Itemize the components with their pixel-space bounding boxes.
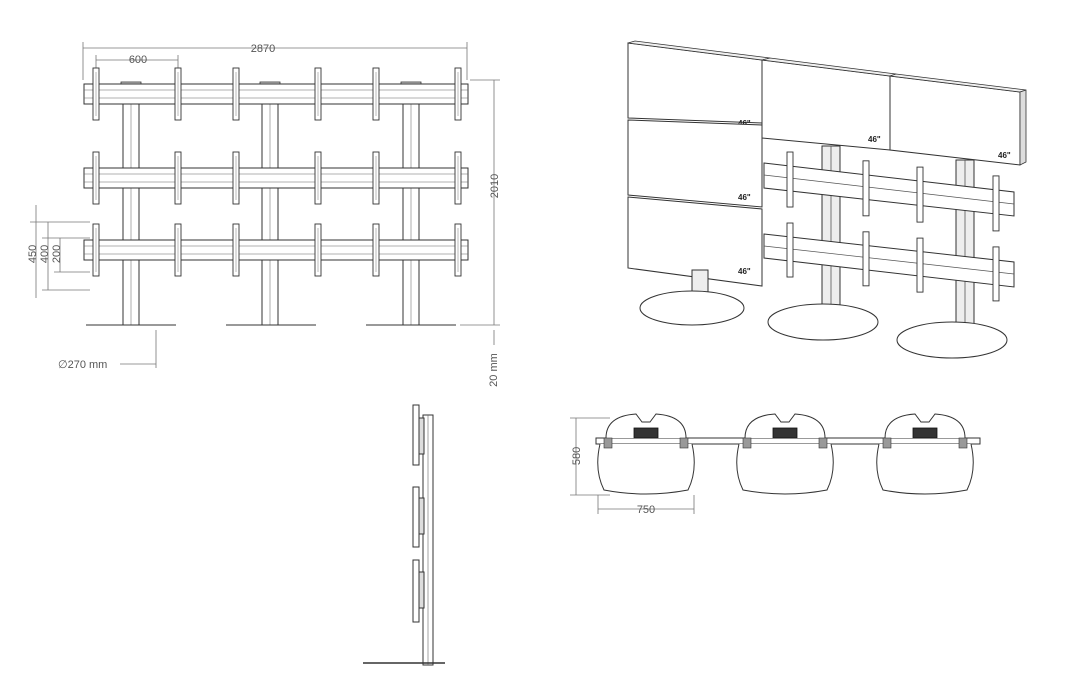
side-view — [363, 404, 445, 666]
top-base-back-2 — [744, 413, 826, 439]
dim-base-thickness: 20 mm — [488, 353, 500, 387]
dim-400: 400 — [39, 245, 51, 263]
screen-label-5: 46" — [998, 151, 1011, 160]
iso-bracket-6 — [862, 231, 870, 287]
screen-bottom-left: 46" — [627, 196, 763, 287]
iso-bracket-3 — [916, 166, 924, 223]
iso-bracket-2 — [862, 160, 870, 217]
screen-label-4: 46" — [868, 135, 881, 144]
top-post-clamp-2 — [772, 427, 798, 439]
dim-total-width: 2870 — [251, 43, 275, 55]
side-mount-bottom — [412, 559, 425, 623]
dim-section-width: 600 — [129, 54, 147, 66]
top-base-front-2 — [736, 443, 834, 495]
iso-stand-left — [639, 269, 745, 326]
front-rail-3 — [83, 239, 469, 261]
top-post-clamp-3 — [912, 427, 938, 439]
iso-bracket-8 — [992, 246, 1000, 302]
top-base-back-3 — [884, 413, 966, 439]
iso-bracket-7 — [916, 237, 924, 293]
top-bracket-right-1 — [679, 437, 689, 449]
dim-200: 200 — [51, 245, 63, 263]
screen-top-left: 46" — [627, 40, 771, 128]
top-bracket-left-2 — [742, 437, 752, 449]
iso-rail-lower — [763, 233, 1015, 288]
top-view: 580 750 — [570, 413, 981, 516]
dim-base-width: 750 — [637, 504, 655, 516]
top-bracket-left-1 — [603, 437, 613, 449]
top-bracket-left-3 — [882, 437, 892, 449]
front-view: 2870 600 2010 20 mm 450 — [27, 42, 501, 387]
screen-mid-left: 46" — [627, 119, 763, 208]
top-base-front-3 — [876, 443, 974, 495]
top-bracket-right-2 — [818, 437, 828, 449]
screen-top-mid: 46" — [761, 57, 897, 151]
side-mount-mid — [412, 486, 425, 548]
iso-bracket-4 — [992, 175, 1000, 232]
iso-view: 46" 46" 46" 46" 46" — [627, 40, 1027, 359]
side-mount-top — [412, 404, 425, 466]
screen-label-1: 46" — [738, 119, 751, 128]
screen-top-right: 46" — [889, 73, 1027, 166]
top-post-clamp-1 — [633, 427, 659, 439]
top-base-front-1 — [597, 443, 695, 495]
dim-total-height: 2010 — [489, 174, 501, 198]
screen-label-2: 46" — [738, 193, 751, 202]
top-rail — [595, 437, 981, 445]
top-base-back-1 — [605, 413, 687, 439]
iso-bracket-5 — [786, 222, 794, 278]
front-rail-2 — [83, 167, 469, 189]
dim-450: 450 — [27, 245, 39, 263]
iso-bracket-1 — [786, 151, 794, 208]
screen-label-3: 46" — [738, 267, 751, 276]
left-spacing-dims: 450 400 200 — [27, 205, 90, 298]
dim-base-diameter: ∅270 mm — [58, 359, 107, 371]
iso-rail-upper — [763, 162, 1015, 217]
iso-brackets — [786, 151, 1000, 302]
front-rail-1 — [83, 83, 469, 105]
front-brackets — [92, 67, 462, 277]
dim-depth: 580 — [571, 447, 583, 465]
top-bracket-right-3 — [958, 437, 968, 449]
